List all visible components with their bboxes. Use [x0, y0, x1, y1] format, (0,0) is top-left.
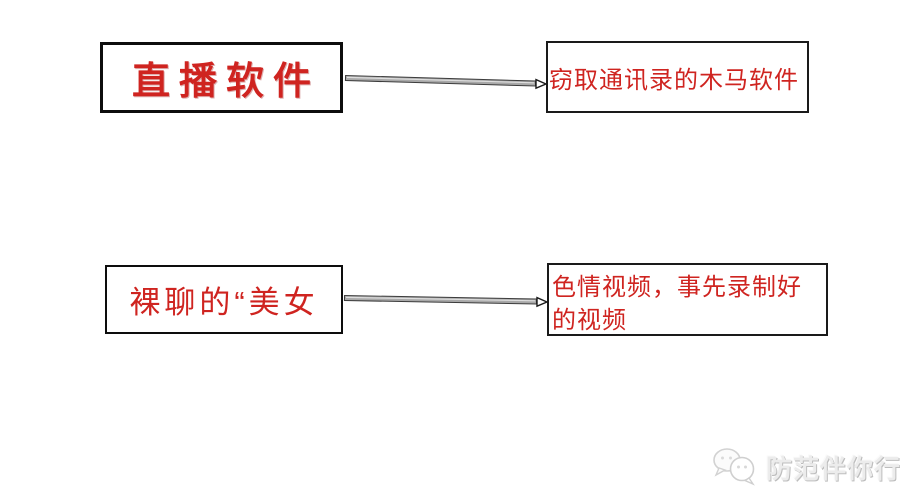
node-live-software: 直播软件: [100, 42, 343, 113]
node-live-software-label: 直播软件: [131, 61, 320, 103]
arrowhead-icon: [535, 78, 548, 90]
watermark-text: 防范伴你行: [766, 453, 900, 484]
arrow-live-to-trojan: [344, 75, 548, 90]
node-trojan-software: 窃取通讯录的木马软件: [546, 41, 809, 113]
node-porn-video: 色情视频，事先录制好的视频: [547, 263, 828, 336]
watermark: 防范伴你行: [712, 447, 900, 487]
wechat-bubbles-icon: [713, 448, 755, 486]
node-nude-chat-girl-label: 裸聊的“美女: [129, 285, 319, 320]
arrow-chat-to-video: [343, 295, 549, 308]
node-nude-chat-girl: 裸聊的“美女: [105, 265, 343, 334]
node-trojan-software-label: 窃取通讯录的木马软件: [549, 66, 799, 94]
arrowhead-icon: [536, 296, 549, 308]
node-porn-video-label: 色情视频，事先录制好的视频: [552, 274, 802, 334]
